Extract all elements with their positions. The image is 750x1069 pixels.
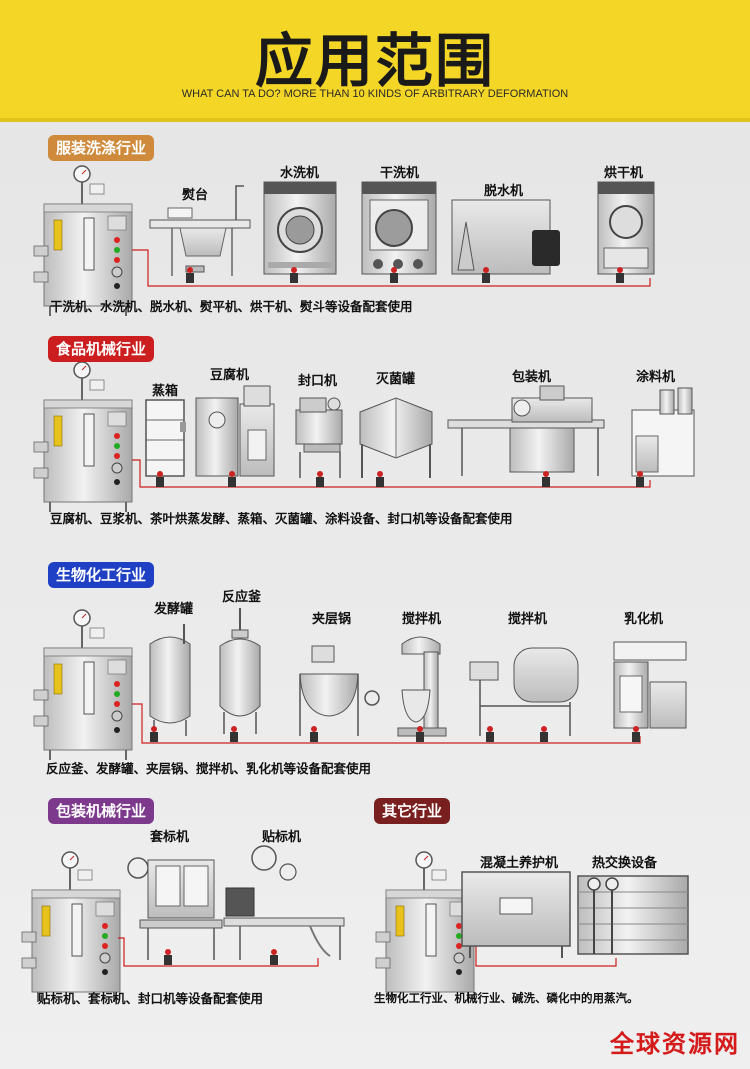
badge-clothing-industry: 服装洗涤行业	[48, 135, 155, 161]
page-title: 应用范围	[254, 27, 495, 95]
label-jacketed-kettle: 夹层锅	[312, 612, 352, 627]
label-washer: 水洗机	[280, 166, 320, 181]
steam-generator-packaging	[21, 851, 121, 1003]
label-dry-cleaner: 干洗机	[380, 166, 420, 181]
caption-biochem: 反应釜、发酵罐、夹层锅、搅拌机、乳化机等设备配套使用	[46, 761, 372, 776]
label-dryer: 烘干机	[604, 166, 644, 181]
dryer-illustration	[597, 181, 655, 275]
reaction-kettle-illustration	[219, 608, 261, 734]
header-divider	[0, 118, 750, 122]
caption-food: 豆腐机、豆浆机、茶叶烘蒸发酵、蒸箱、灭菌罐、涂料设备、封口机等设备配套使用	[50, 511, 513, 526]
badge-packaging-industry: 包装机械行业	[48, 798, 155, 824]
clothing-section-art	[33, 165, 655, 317]
label-emulsifier: 乳化机	[624, 612, 664, 627]
fermentation-tank-illustration	[149, 624, 191, 736]
labeler-illustration	[223, 845, 345, 960]
dry-cleaner-illustration	[361, 181, 437, 275]
label-concrete-curing: 混凝土养护机	[480, 856, 559, 871]
label-fermentation-tank: 发酵罐	[154, 602, 194, 617]
label-sealing-machine: 封口机	[298, 374, 338, 389]
page-subtitle: WHAT CAN TA DO? MORE THAN 10 KINDS OF AR…	[181, 88, 569, 100]
sealing-machine-illustration	[295, 397, 343, 478]
label-steamer: 蒸箱	[152, 384, 179, 399]
label-dehydrator: 脱水机	[484, 184, 524, 199]
steam-generator-other	[375, 851, 475, 1003]
mixer-illustration-1	[397, 636, 447, 737]
label-ironing-table: 熨台	[182, 188, 209, 203]
badge-biochem-industry: 生物化工行业	[48, 562, 155, 588]
badge-other-industry: 其它行业	[374, 798, 451, 824]
emulsifier-illustration	[613, 641, 687, 729]
ironing-table-illustration	[149, 185, 251, 276]
biochem-section-art	[33, 608, 687, 761]
caption-packaging: 贴标机、套标机、封口机等设备配套使用	[38, 991, 264, 1006]
steam-generator-biochem	[33, 609, 133, 761]
label-coating-machine: 涂料机	[636, 370, 676, 385]
coating-machine-illustration	[631, 387, 695, 477]
steam-generator-clothing	[33, 165, 133, 317]
label-labeler: 贴标机	[262, 830, 302, 845]
label-sleeve-labeler: 套标机	[150, 830, 190, 845]
label-tofu-machine: 豆腐机	[210, 368, 250, 383]
badge-food-industry: 食品机械行业	[48, 336, 155, 362]
caption-other: 生物化工行业、机械行业、碱洗、磷化中的用蒸汽。	[374, 991, 639, 1005]
packaging-section-art	[21, 845, 345, 1003]
dehydrator-illustration	[451, 199, 560, 275]
food-section-art	[33, 361, 695, 513]
caption-clothing: 干洗机、水洗机、脱水机、熨平机、烘干机、熨斗等设备配套使用	[50, 299, 413, 314]
label-sterilizer: 灭菌罐	[376, 372, 416, 387]
jacketed-kettle-illustration	[299, 645, 380, 736]
label-mixer-2: 搅拌机	[508, 612, 548, 627]
sterilizer-illustration	[359, 397, 433, 478]
other-section-art	[375, 851, 689, 1003]
label-heat-exchanger: 热交换设备	[592, 856, 658, 871]
watermark: 全球资源网	[610, 1030, 740, 1058]
packaging-machine-illustration	[447, 385, 605, 476]
sleeve-labeler-illustration	[127, 857, 223, 960]
label-reaction-kettle: 反应釜	[222, 590, 262, 605]
label-packaging-machine: 包装机	[512, 370, 552, 385]
steamer-illustration	[145, 399, 186, 477]
mixer-illustration-2	[469, 647, 579, 736]
heat-exchanger-illustration	[577, 875, 689, 955]
header-banner	[0, 0, 750, 118]
tofu-machine-illustration	[195, 385, 275, 477]
label-mixer-1: 搅拌机	[402, 612, 442, 627]
steam-generator-food	[33, 361, 133, 513]
concrete-curing-illustration	[461, 871, 571, 958]
washer-illustration	[263, 181, 337, 275]
